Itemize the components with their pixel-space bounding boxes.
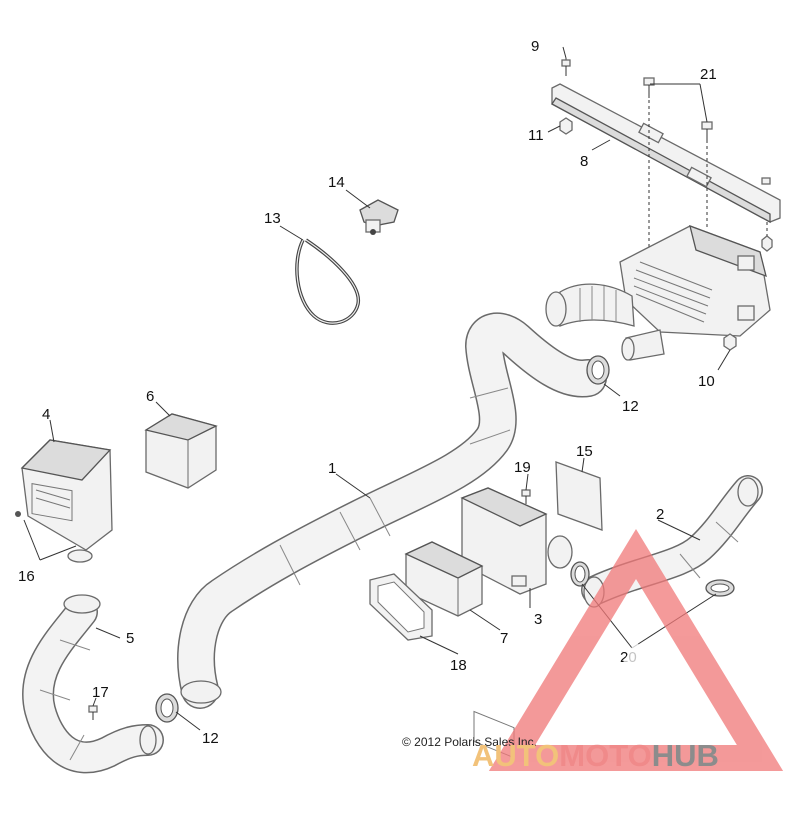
clamp-12-lower — [155, 693, 179, 723]
part-3-filter-housing — [460, 487, 573, 759]
callout-21: 21 — [700, 66, 717, 83]
watermark-logo: AUTOMOTOHUB — [472, 738, 719, 773]
part-1-main-duct — [177, 312, 607, 709]
callout-12b: 12 — [202, 730, 219, 747]
part-13-strap — [295, 238, 360, 325]
clamp-12-upper — [586, 355, 610, 385]
callout-17: 17 — [92, 684, 109, 701]
callout-labels: 1 2 3 4 5 6 7 8 9 10 11 12 12 13 14 15 1… — [18, 38, 717, 747]
callout-7: 7 — [500, 630, 508, 647]
callout-9: 9 — [531, 38, 539, 55]
watermark-hub: HUB — [652, 738, 719, 773]
callout-12a: 12 — [622, 398, 639, 415]
nut-11 — [559, 117, 573, 135]
callout-11: 11 — [528, 127, 544, 144]
watermark: © 2012 Polaris Sales Inc. AUTOMOTOHUB — [402, 528, 784, 773]
watermark-triangle-icon — [488, 528, 784, 771]
part-14-clip — [359, 199, 399, 235]
callout-4: 4 — [42, 406, 50, 423]
part-15-sheet — [555, 461, 603, 531]
part-8-bracket — [551, 83, 781, 224]
callout-1: 1 — [328, 460, 336, 477]
bolt-21a — [643, 77, 655, 98]
nut-right — [761, 235, 773, 252]
callout-14: 14 — [328, 174, 345, 191]
bolt-21b — [701, 121, 713, 140]
fastener-9 — [561, 58, 571, 76]
callout-8: 8 — [580, 153, 588, 170]
copyright-text: © 2012 Polaris Sales Inc. — [402, 735, 537, 749]
leader-lines — [23, 46, 731, 731]
callout-2: 2 — [656, 506, 664, 523]
bolt-right — [761, 177, 771, 185]
clamp-20-right — [705, 579, 735, 597]
callout-19: 19 — [514, 459, 531, 476]
callout-5: 5 — [126, 630, 134, 647]
callout-3: 3 — [534, 611, 542, 628]
callout-6: 6 — [146, 388, 154, 405]
callout-13: 13 — [264, 210, 281, 227]
callout-18: 18 — [450, 657, 467, 674]
part-5-lower-duct — [22, 594, 164, 774]
clamp-20-left — [570, 561, 590, 587]
callout-10: 10 — [698, 373, 715, 390]
callout-15: 15 — [576, 443, 593, 460]
screw-17 — [88, 705, 98, 720]
watermark-moto: MOTO — [559, 738, 651, 773]
airbox-assembly — [545, 224, 771, 361]
callout-16: 16 — [18, 568, 35, 585]
part-4-housing — [15, 439, 113, 563]
part-6-block — [144, 413, 218, 489]
part-18-gasket — [369, 573, 433, 641]
screw-19 — [521, 489, 531, 504]
nut-10 — [723, 333, 737, 351]
watermark-auto: AUTO — [472, 738, 559, 773]
